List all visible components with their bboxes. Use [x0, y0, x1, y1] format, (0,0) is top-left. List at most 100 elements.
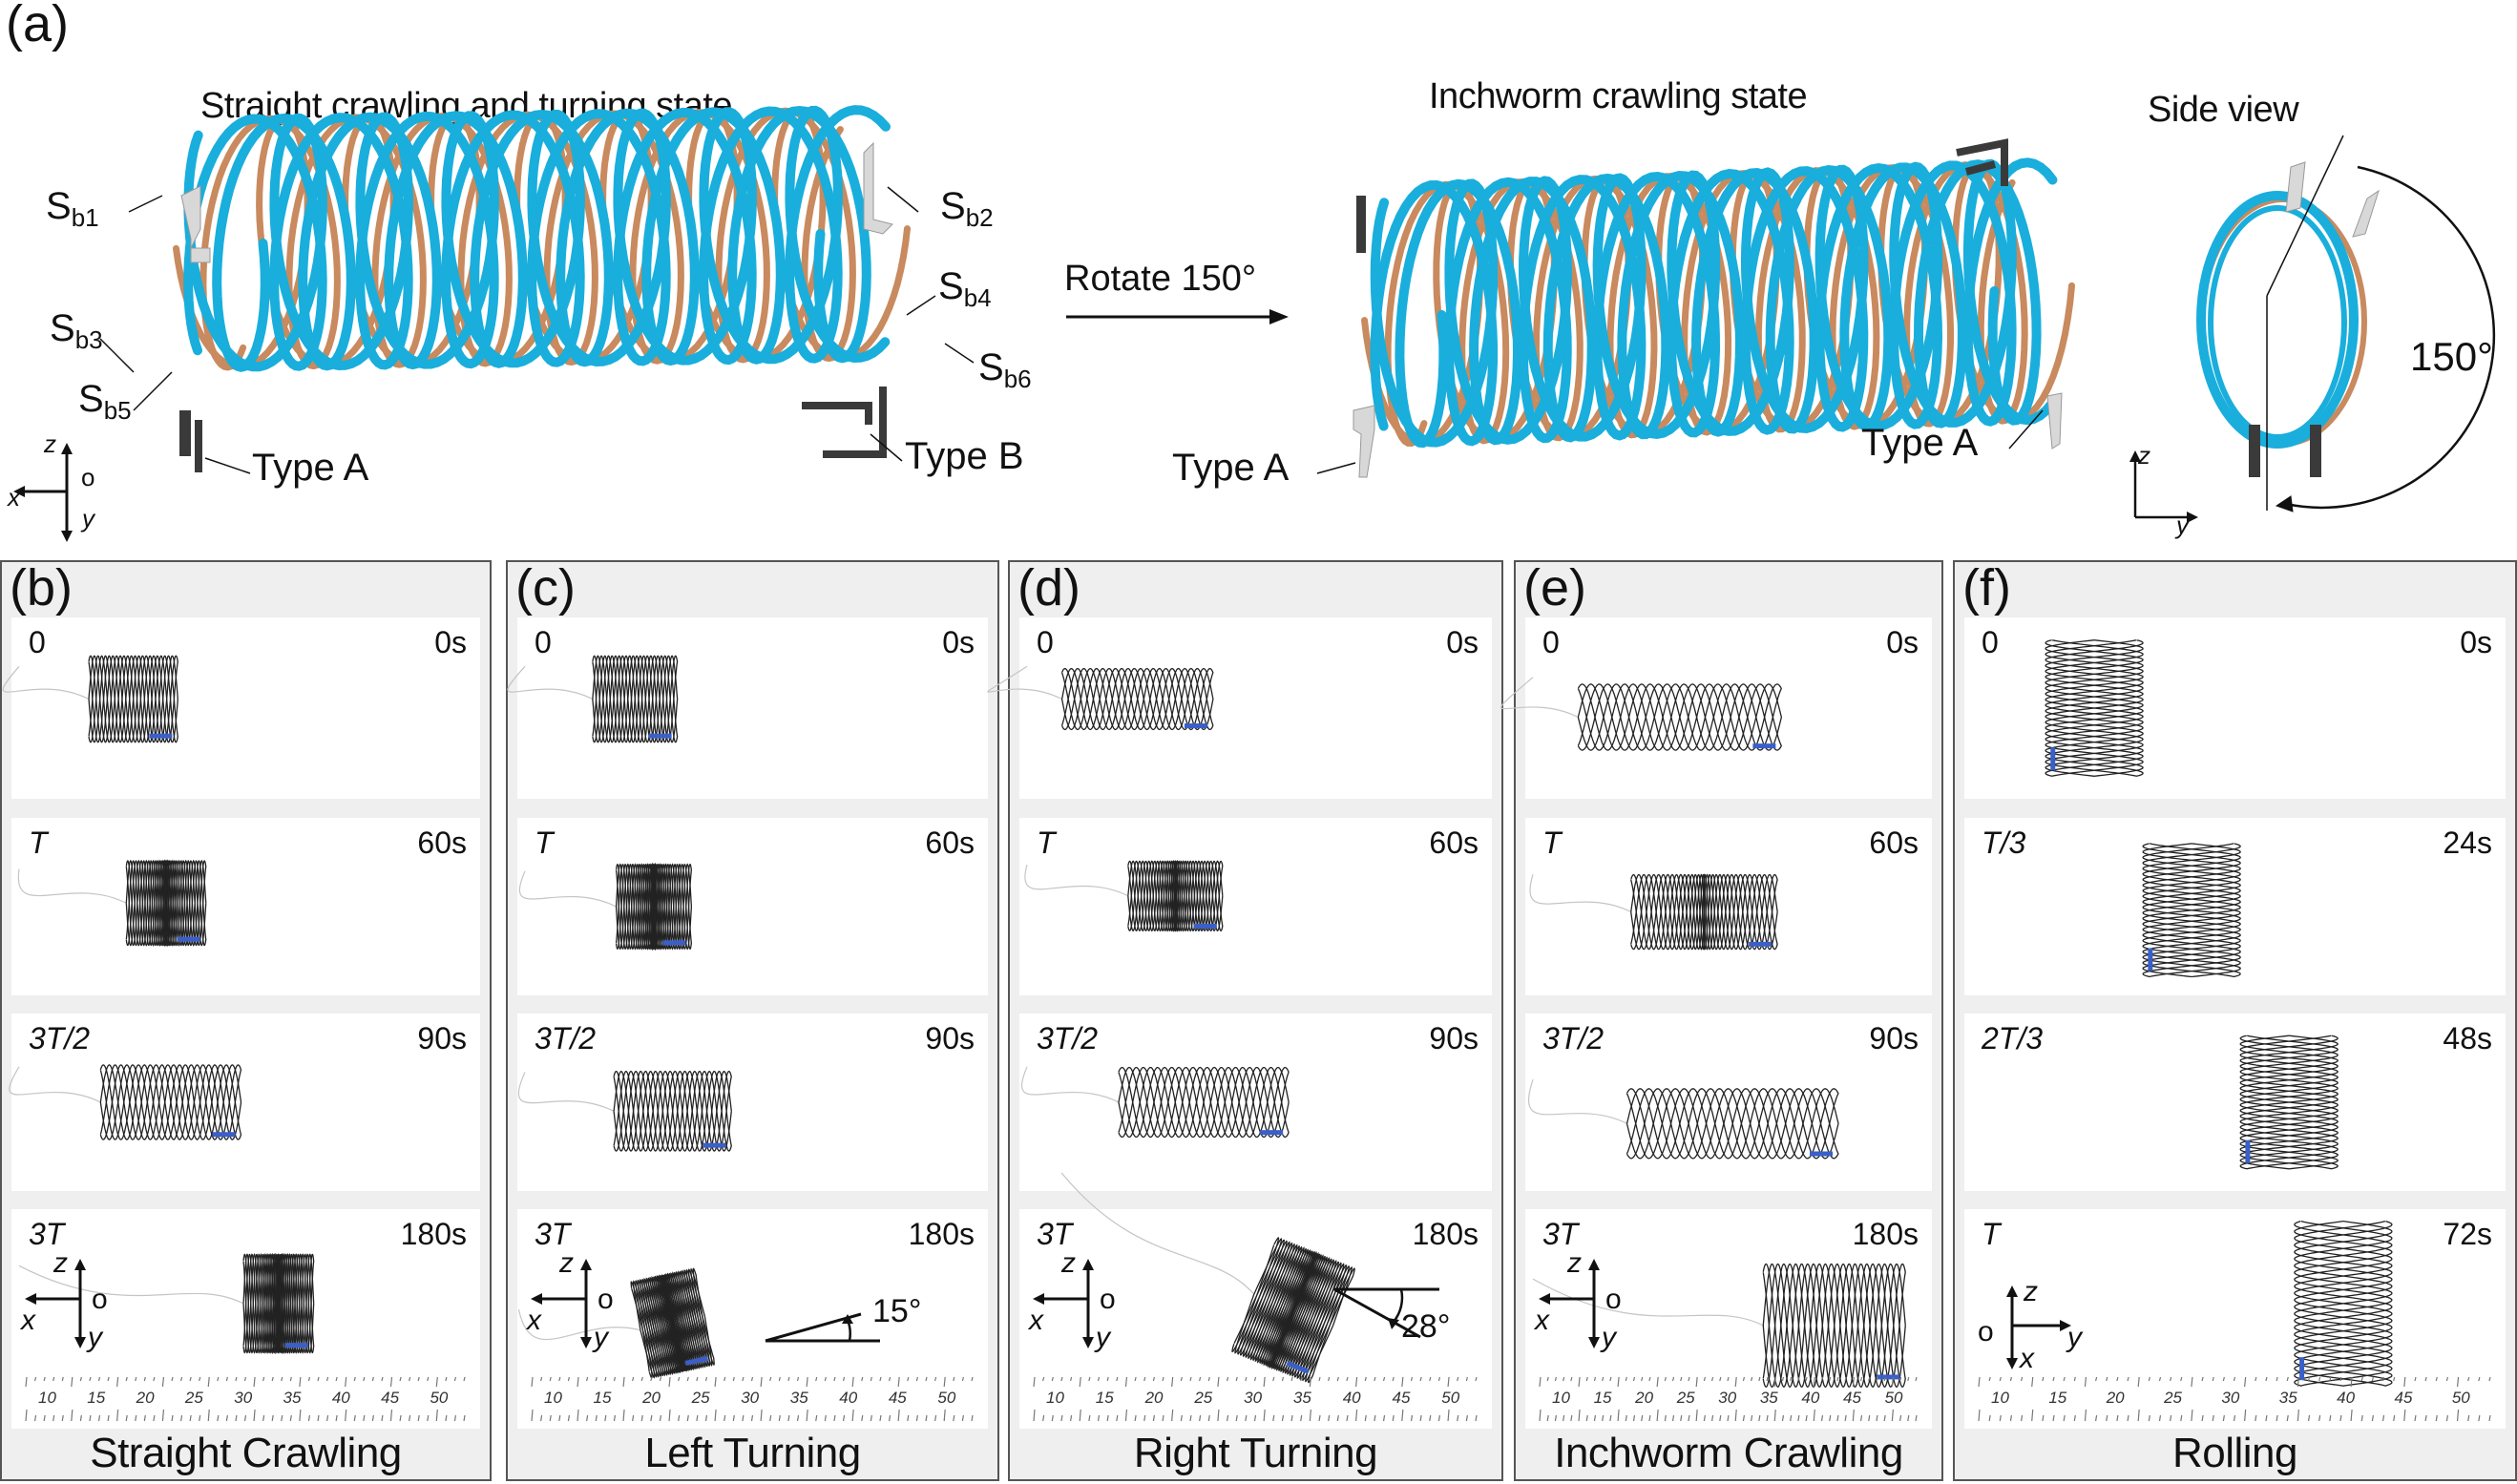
- robot-photo-sketch: [2239, 1035, 2339, 1170]
- video-frame: 0 0s: [1964, 617, 2506, 799]
- frame-time-label: 0s: [2460, 625, 2492, 659]
- straight-model-strand: [183, 105, 891, 371]
- frame-phase-label: T: [535, 826, 554, 860]
- straight-robot-model: [99, 105, 975, 474]
- inchworm-model-strand: [1370, 157, 2058, 447]
- callout-sb1: Sb1: [46, 187, 99, 230]
- frame-phase-label: 2T/3: [1982, 1021, 2044, 1056]
- robot-photo-sketch: [987, 665, 1214, 731]
- side-view-angle-label: 150°: [2410, 334, 2493, 379]
- robot-photo-sketch: [1500, 677, 1783, 751]
- ruler-tick-label: 20: [136, 1389, 155, 1407]
- helix-wire: [2142, 843, 2241, 978]
- panel-tag: (d): [1017, 559, 1080, 617]
- ruler-ticks: [25, 1376, 466, 1422]
- ruler-ticks: [531, 1376, 974, 1422]
- foot-marker: [2148, 948, 2153, 972]
- callout-sb5-sub: b5: [103, 396, 132, 425]
- tether-wire: [18, 1265, 244, 1305]
- robot-photo-sketch: [17, 859, 207, 948]
- foot-marker: [1260, 1130, 1284, 1136]
- axes-icon: [531, 1259, 592, 1348]
- callout-leader-lines: [99, 186, 975, 474]
- axes-icon-panel-a: [13, 443, 73, 542]
- callout-sb2-sub: b2: [965, 203, 994, 232]
- helix-wire: [1239, 1237, 1353, 1381]
- ruler-tick-label: 50: [1884, 1389, 1903, 1407]
- callout-sb4-sub: b4: [963, 283, 992, 312]
- ruler-tick-label: 35: [1759, 1389, 1778, 1407]
- side-view-title: Side view: [2148, 90, 2299, 130]
- helix-wire: [592, 655, 679, 743]
- side-view-ring: [2196, 135, 2496, 512]
- foot-marker: [662, 940, 686, 946]
- helix-wire: [2142, 843, 2241, 978]
- axis-o: o: [598, 1284, 614, 1315]
- helix-wire: [2239, 1035, 2339, 1170]
- foot-marker: [284, 1343, 308, 1348]
- frame-time-label: 60s: [1429, 826, 1479, 860]
- foot-marker: [684, 1355, 709, 1366]
- frame-phase-label: T: [1982, 1217, 2001, 1251]
- tether-wire: [9, 1066, 101, 1103]
- foot-marker: [703, 1142, 726, 1148]
- ruler-tick-label: 30: [1244, 1389, 1263, 1407]
- callout-sb2: Sb2: [940, 187, 994, 230]
- axis-z-a: z: [44, 429, 56, 458]
- frame-time-label: 90s: [1869, 1021, 1919, 1056]
- foot-marker: [1749, 941, 1772, 947]
- axis-y: y: [1096, 1322, 1110, 1353]
- axes-icon: [1539, 1259, 1600, 1348]
- robot-photo-sketch: [1060, 1172, 1355, 1384]
- callout-sb5-main: S: [78, 378, 104, 420]
- ruler-tick-label: 25: [184, 1389, 203, 1407]
- robot-photo-sketch: [507, 655, 679, 743]
- ruler-tick-label: 20: [2106, 1389, 2125, 1407]
- ruler-tick-label: 15: [1593, 1389, 1612, 1407]
- helix-wire: [242, 1252, 315, 1355]
- helix-wire: [1577, 683, 1782, 751]
- ruler-ticks: [1978, 1376, 2491, 1422]
- panel-tag: (c): [515, 559, 576, 617]
- frame-time-label: 90s: [1429, 1021, 1479, 1056]
- frame-phase-label: T: [1037, 826, 1056, 860]
- axes-icon: [1033, 1259, 1094, 1348]
- ruler-tick-label: 50: [2451, 1389, 2470, 1407]
- helix-wire: [632, 1269, 713, 1378]
- inchworm-foot-icon: [1356, 138, 2008, 253]
- axis-y: y: [88, 1322, 102, 1353]
- axis-o: o: [1100, 1284, 1116, 1315]
- foot-marker: [2050, 747, 2056, 771]
- ruler-tick-label: 20: [1635, 1389, 1654, 1407]
- ruler-tick-label: 45: [1392, 1389, 1411, 1407]
- frame-phase-label: 0: [1982, 625, 1999, 659]
- axis-o: o: [1978, 1316, 1994, 1348]
- ruler-tick-label: 10: [1046, 1389, 1064, 1407]
- helix-wire: [1762, 1263, 1906, 1389]
- axis-z-side: z: [2138, 441, 2150, 470]
- ruler-tick-label: 10: [544, 1389, 562, 1407]
- ruler-tick-label: 45: [2394, 1389, 2413, 1407]
- callout-sb6-sub: b6: [1003, 365, 1032, 393]
- straight-model-strand: [183, 105, 891, 372]
- axis-x: x: [2020, 1343, 2034, 1374]
- robot-photo-sketch: [2142, 843, 2241, 978]
- frame-phase-label: 0: [29, 625, 46, 659]
- ruler-tick-label: 40: [2337, 1389, 2356, 1407]
- callout-sb4: Sb4: [938, 267, 992, 310]
- axis-y: y: [1602, 1322, 1616, 1353]
- helix-wire: [1626, 1088, 1839, 1160]
- frame-phase-label: 3T: [1037, 1217, 1073, 1251]
- foot-marker: [212, 1132, 236, 1138]
- tether-wire: [1021, 1066, 1120, 1103]
